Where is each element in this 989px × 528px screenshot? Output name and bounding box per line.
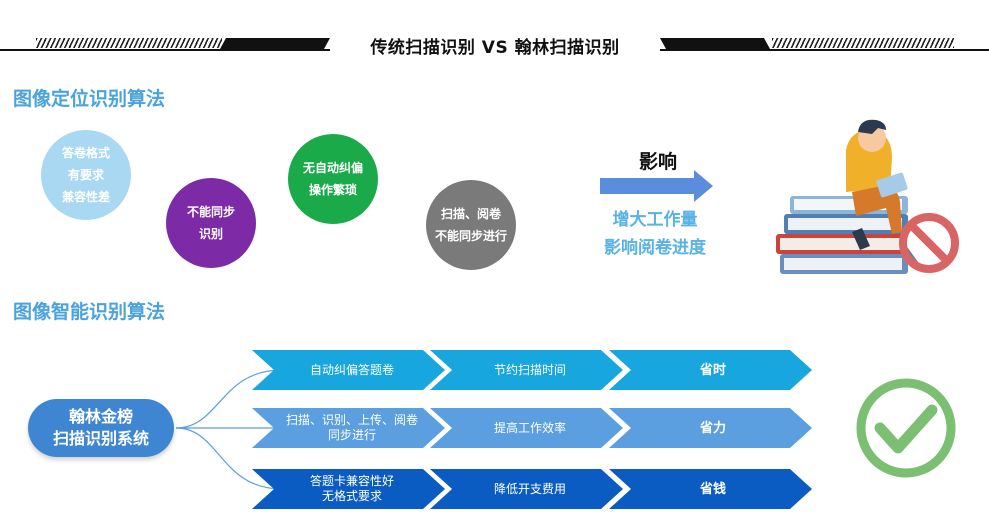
circle-scan-grade-not-sync: 扫描、阅卷 不能同步进行	[426, 180, 516, 270]
circle-format-requirement: 答卷格式 有要求 兼容性差	[41, 130, 131, 220]
impact-effects: 增大工作量 影响阅卷进度	[604, 210, 706, 258]
row3-result: 省钱	[699, 481, 726, 497]
row2-result: 省力	[699, 420, 726, 436]
circle-no-auto-correction: 无自动纠偏 操作繁琐	[288, 134, 378, 224]
header-hatch-right	[772, 38, 954, 48]
header-hatch-left	[36, 38, 222, 48]
impact-title: 影响	[638, 151, 677, 173]
row1-result: 省时	[699, 362, 726, 378]
section2-title: 图像智能识别算法	[13, 301, 166, 323]
page-title: 传统扫描识别 VS 翰林扫描识别	[370, 38, 620, 58]
row1-feature: 自动纠偏答题卷	[309, 362, 394, 377]
section1-title: 图像定位识别算法	[13, 88, 166, 110]
header-slash-left	[220, 38, 770, 49]
circle-no-sync-recognition: 不能同步 识别	[166, 178, 256, 268]
row2-benefit: 提高工作效率	[493, 420, 566, 435]
row1-benefit: 节约扫描时间	[493, 362, 566, 377]
row3-feature: 答题卡兼容性好 无格式要求	[309, 474, 394, 503]
row3-benefit: 降低开支费用	[493, 481, 566, 496]
row2-feature: 扫描、识别、上传、阅卷 同步进行	[285, 413, 418, 442]
header-rule-right	[660, 49, 989, 51]
system-name-pill: 翰林金榜 扫描识别系统	[28, 399, 174, 457]
header-rule-left	[0, 49, 330, 51]
